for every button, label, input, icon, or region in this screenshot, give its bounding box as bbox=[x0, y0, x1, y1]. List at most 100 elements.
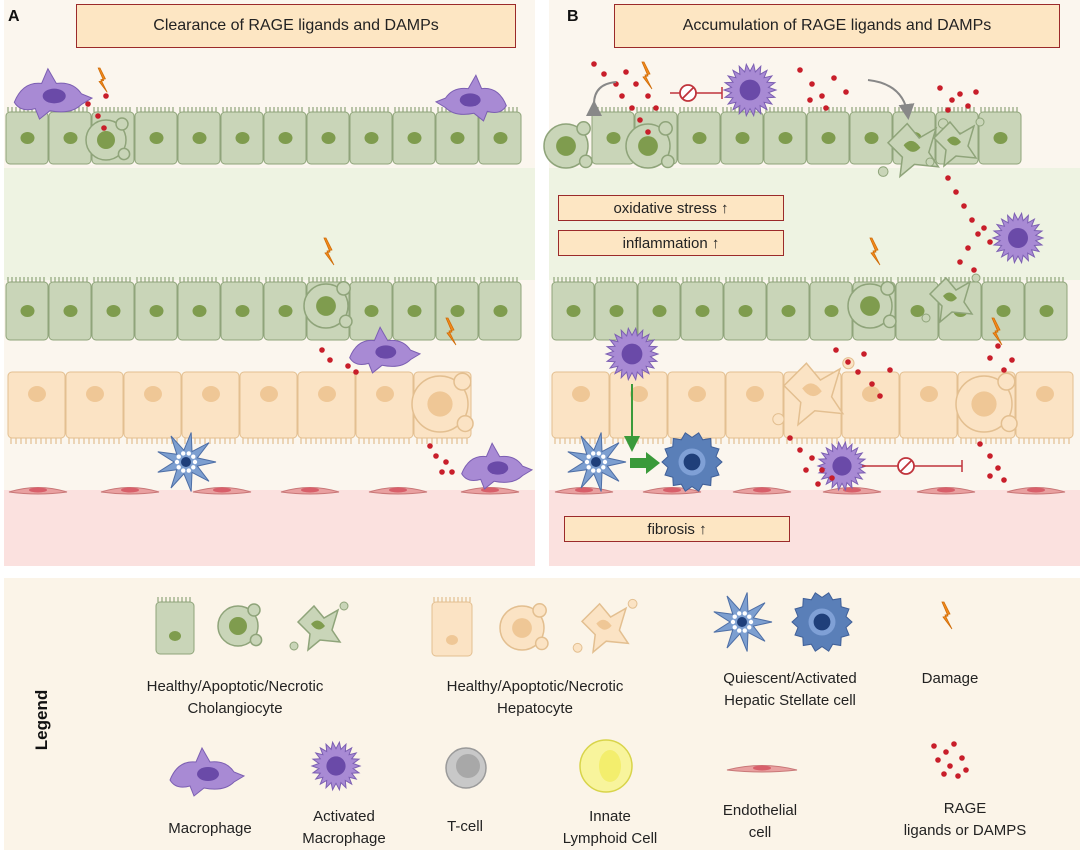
rage-ligand-dot bbox=[987, 239, 993, 245]
apoptotic-bleb bbox=[117, 147, 131, 161]
microvilli bbox=[433, 597, 471, 602]
microvilli bbox=[68, 438, 120, 444]
legend-t-cell-line1: T-cell bbox=[447, 818, 483, 835]
legend-endothelial-line1: Endothelial bbox=[722, 802, 798, 819]
rage-ligand-dot bbox=[353, 369, 359, 375]
panel-b-letter: B bbox=[567, 8, 579, 25]
apoptotic-cholangiocyte-a1 bbox=[85, 117, 131, 161]
legend-apoptotic-hepatocyte bbox=[499, 603, 549, 651]
microvilli bbox=[811, 277, 849, 282]
lipid-droplet bbox=[742, 628, 747, 633]
rage-ligand-dot bbox=[345, 363, 351, 369]
rage-ligand-dot bbox=[653, 105, 659, 111]
rage-dots-b4 bbox=[945, 175, 993, 273]
legend-t-cell-label: T-cell bbox=[420, 816, 510, 838]
macrophage-nucleus bbox=[459, 93, 481, 107]
cell-body bbox=[551, 371, 610, 439]
cell-nucleus bbox=[609, 305, 624, 317]
healthy-hepatocyte bbox=[725, 371, 784, 444]
rage-ligand-dot bbox=[937, 85, 943, 91]
microvilli bbox=[854, 277, 892, 282]
rage-ligand-dot bbox=[987, 355, 993, 361]
cell-nucleus bbox=[920, 386, 938, 402]
cell-nucleus bbox=[316, 296, 336, 316]
microvilli bbox=[679, 107, 717, 112]
lipid-droplet bbox=[176, 454, 181, 459]
microvilli bbox=[725, 277, 763, 282]
healthy-cholangiocyte bbox=[677, 107, 721, 165]
microvilli bbox=[265, 277, 303, 282]
rage-ligand-dot bbox=[637, 117, 643, 123]
healthy-cholangiocyte bbox=[551, 277, 595, 341]
cell-nucleus bbox=[606, 132, 621, 144]
healthy-cholangiocyte bbox=[849, 107, 893, 165]
rage-ligand-dot bbox=[975, 231, 981, 237]
cell-nucleus bbox=[364, 132, 379, 144]
cell-nucleus bbox=[364, 305, 379, 317]
rage-ligand-dot bbox=[959, 755, 965, 761]
rage-ligand-dot bbox=[969, 217, 975, 223]
lipid-droplet bbox=[591, 468, 596, 473]
cell-nucleus bbox=[318, 386, 336, 402]
rage-dots-b1 bbox=[591, 61, 659, 135]
cell-nucleus bbox=[278, 305, 293, 317]
lipid-droplet bbox=[596, 468, 601, 473]
legend-stellate-line1: Quiescent/Activated bbox=[723, 670, 857, 687]
prohibit-slash bbox=[899, 459, 913, 473]
healthy-hepatocyte bbox=[841, 371, 900, 444]
healthy-hepatocyte bbox=[1015, 371, 1074, 444]
microvilli bbox=[394, 107, 432, 112]
microvilli bbox=[242, 438, 294, 444]
microvilli bbox=[1026, 277, 1064, 282]
legend-endothelial-label: Endothelial cell bbox=[700, 800, 820, 844]
activated-macrophage-b1 bbox=[722, 62, 778, 118]
rage-ligand-dot bbox=[829, 475, 835, 481]
legend-ilc-label: Innate Lymphoid Cell bbox=[540, 806, 680, 850]
activated-macrophage-nucleus bbox=[621, 343, 643, 365]
cell-nucleus bbox=[971, 391, 997, 417]
microvilli bbox=[179, 277, 217, 282]
lipid-droplet bbox=[732, 625, 737, 630]
microvilli bbox=[980, 107, 1018, 112]
cell-nucleus bbox=[493, 305, 508, 317]
ilc-nucleus bbox=[599, 750, 621, 782]
healthy-cholangiocyte bbox=[591, 107, 635, 165]
cell-body bbox=[725, 371, 784, 439]
healthy-cholangiocyte bbox=[720, 107, 764, 165]
lipid-droplet bbox=[191, 465, 196, 470]
healthy-cholangiocyte bbox=[177, 107, 221, 165]
rage-dots-b2 bbox=[797, 67, 849, 111]
rage-ligand-dot bbox=[807, 97, 813, 103]
microvilli bbox=[93, 107, 131, 112]
microvilli bbox=[786, 438, 838, 444]
rage-ligand-dot bbox=[861, 351, 867, 357]
rage-ligand-dot bbox=[843, 89, 849, 95]
healthy-hepatocyte bbox=[239, 371, 298, 444]
rage-dots-b6 bbox=[787, 435, 835, 487]
rage-ligand-dot bbox=[443, 459, 449, 465]
endothelial-b3 bbox=[732, 487, 792, 495]
healthy-cholangiocyte bbox=[723, 277, 767, 341]
activated-macrophage-nucleus bbox=[832, 456, 852, 476]
damage-a2 bbox=[323, 237, 335, 266]
rage-ligand-dot bbox=[327, 357, 333, 363]
cell-nucleus bbox=[144, 386, 162, 402]
rage-ligand-dot bbox=[877, 393, 883, 399]
microvilli bbox=[983, 277, 1021, 282]
cell-nucleus bbox=[688, 386, 706, 402]
rage-ligand-dot bbox=[855, 369, 861, 375]
endothelial-b1 bbox=[554, 487, 614, 495]
cell-debris bbox=[971, 273, 981, 283]
cell-nucleus bbox=[311, 620, 325, 630]
apoptotic-hepatocyte-b1 bbox=[955, 372, 1018, 433]
endothelial-nucleus bbox=[1027, 487, 1045, 493]
legend-heading: Legend bbox=[32, 689, 51, 751]
cell-nucleus bbox=[149, 132, 164, 144]
lipid-droplet bbox=[601, 454, 606, 459]
necrotic-cholangiocyte-b3 bbox=[921, 273, 981, 324]
apoptotic-bleb bbox=[660, 154, 675, 169]
healthy-cholangiocyte bbox=[220, 107, 264, 165]
rage-ligand-dot bbox=[955, 773, 961, 779]
t-cell-nucleus bbox=[456, 754, 480, 778]
endothelial-b6 bbox=[1006, 487, 1066, 495]
